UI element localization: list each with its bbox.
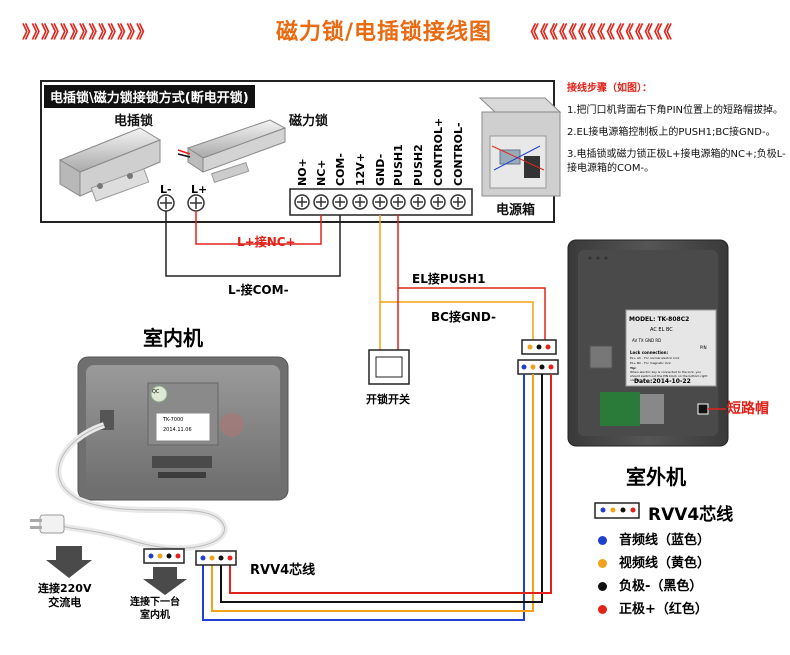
- indoor-qc-label: QC: [152, 389, 160, 395]
- electric-lock-image: [58, 127, 162, 202]
- page-title: 磁力锁/电插锁接线图: [276, 20, 493, 45]
- outdoor-date-label: Date:2014-10-22: [634, 378, 691, 385]
- terminal-label-l-minus: L-: [160, 183, 172, 196]
- ac-power-label: 连接220V 交流电: [38, 582, 92, 609]
- wire-label-bc-gnd: BC接GND-: [431, 310, 497, 324]
- terminal-label-12v: 12V+: [354, 152, 367, 186]
- legend-label: 负极-（黑色）: [619, 579, 703, 594]
- legend-item: 音频线（蓝色）: [598, 529, 710, 548]
- title-left-chevrons: 》》》》》》》》》》》》》: [22, 23, 154, 43]
- outdoor-model-label: MODEL: TK-808C2: [629, 316, 690, 323]
- step-3: 3.电插锁或磁力锁正极L+接电源箱的NC+;负极L-接电源箱的COM-。: [567, 149, 786, 174]
- jumper-cap-label: 短路帽: [727, 401, 769, 417]
- lock-terminal-l-minus: [157, 194, 175, 212]
- legend-dot-icon: [598, 582, 607, 591]
- terminal-label-l-plus: L+: [191, 183, 208, 196]
- power-box-label: 电源箱: [496, 203, 536, 218]
- terminal-label-gnd: GND-: [374, 153, 387, 186]
- indoor-connector: [195, 550, 237, 566]
- magnetic-lock-label: 磁力锁: [289, 114, 329, 129]
- indoor-sticker-model: TK-7000: [163, 417, 184, 423]
- rvv4-cable: [202, 374, 552, 621]
- legend-dot-icon: [598, 536, 607, 545]
- outdoor-connector-top: [521, 339, 557, 355]
- outdoor-lock-tip-label: Tip:: [630, 366, 637, 370]
- title-bar: 》》》》》》》》》》》》》 磁力锁/电插锁接线图 《《《《《《《《《《《《《《《: [0, 8, 790, 48]
- indoor-sticker-date: 2014.11.06: [163, 427, 192, 433]
- panel-heading: 电插锁\磁力锁接锁方式(断电开锁): [44, 85, 255, 108]
- terminal-label-control: CONTROL-: [452, 122, 465, 186]
- legend-item: 正极+（红色）: [598, 598, 708, 617]
- legend-title: RVV4芯线: [648, 505, 734, 525]
- legend-item: 负极-（黑色）: [598, 575, 702, 594]
- outdoor-lock-connection-label: Lock connection:: [630, 350, 669, 355]
- lock-terminal-l-plus: [187, 194, 205, 212]
- legend-label: 正极+（红色）: [619, 602, 708, 617]
- terminal-label-no: NO+: [296, 158, 309, 186]
- ac-arrow-icon: [46, 546, 92, 578]
- next-unit-label: 连接下一台 室内机: [130, 597, 180, 621]
- legend-label: 音频线（蓝色）: [619, 533, 711, 548]
- wiring-steps: 接线步骤（如图）： 1.把门口机背面右下角PIN位置上的短路帽拔掉。 2.EL接…: [567, 82, 789, 184]
- terminal-block: [289, 188, 473, 216]
- outdoor-lock-line-2: EL+ BC - For magnetic lock: [630, 361, 671, 365]
- unlock-switch-label: 开锁开关: [366, 393, 410, 406]
- step-2: 2.EL接电源箱控制板上的PUSH1;BC接GND-。: [567, 127, 776, 138]
- legend-item: 视频线（黄色）: [598, 552, 710, 571]
- outdoor-pin-label: PIN: [700, 345, 707, 350]
- legend-dot-icon: [598, 559, 607, 568]
- title-right-chevrons: 《《《《《《《《《《《《《《《: [522, 23, 673, 43]
- legend-connector: [594, 502, 640, 519]
- terminal-label-control: CONTROL+: [432, 117, 445, 186]
- ac-power-cable: [30, 422, 228, 552]
- rvv4-cable-label: RVV4芯线: [250, 563, 316, 578]
- next-unit-connector: [143, 548, 185, 564]
- electric-lock-label: 电插锁: [114, 114, 154, 129]
- outdoor-unit-title: 室外机: [626, 465, 686, 489]
- terminal-label-push2: PUSH2: [412, 144, 425, 186]
- unlock-switch: [368, 349, 410, 385]
- indoor-unit-title: 室内机: [143, 326, 203, 350]
- next-unit-arrow-icon: [143, 567, 187, 595]
- wire-label-el-push1: EL接PUSH1: [412, 272, 486, 286]
- wire-label-l-minus-com: L-接COM-: [228, 283, 289, 297]
- outdoor-terminal-labels: AC EL BC: [650, 327, 673, 333]
- terminal-label-push1: PUSH1: [392, 144, 405, 186]
- terminal-label-nc: NC+: [315, 159, 328, 187]
- outdoor-connector-bottom: [517, 359, 559, 375]
- outdoor-lock-tip-text: When electric key is connected to the lo…: [630, 370, 708, 382]
- magnetic-lock-image: [177, 119, 287, 183]
- legend-dot-icon: [598, 605, 607, 614]
- legend-label: 视频线（黄色）: [619, 556, 711, 571]
- outdoor-lock-line-1: EL+ AC - For normal electric lock: [630, 356, 680, 360]
- indoor-monitor-image: [77, 356, 289, 501]
- outdoor-unit-image: [567, 239, 729, 447]
- wire-label-l-plus-nc: L+接NC+: [237, 235, 296, 249]
- terminal-label-com: COM-: [334, 153, 347, 186]
- power-box-image: [478, 97, 562, 197]
- step-1: 1.把门口机背面右下角PIN位置上的短路帽拔掉。: [567, 105, 784, 116]
- outdoor-sub-labels: AV TX GND RD: [632, 338, 662, 343]
- lock-wires: [165, 211, 546, 350]
- steps-title: 接线步骤（如图）：: [567, 83, 652, 94]
